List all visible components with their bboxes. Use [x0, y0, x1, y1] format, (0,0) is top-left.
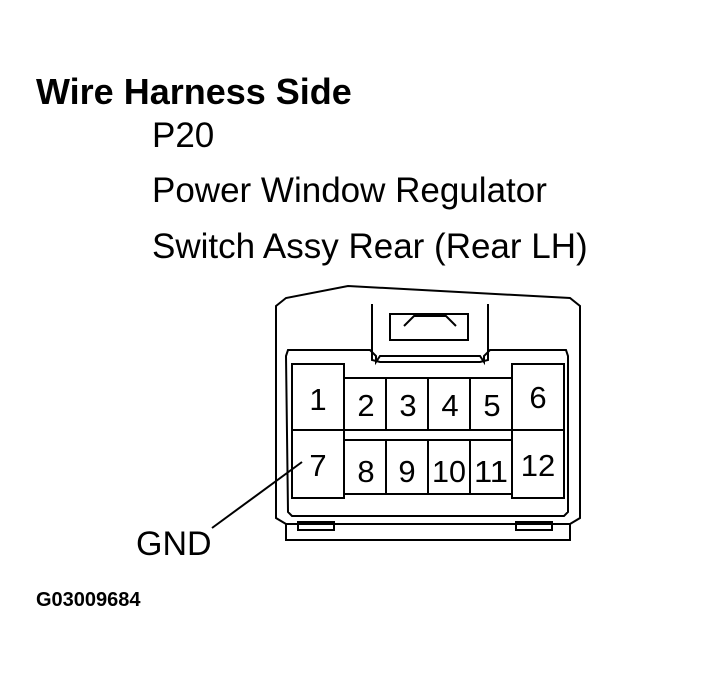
diagram-title: Wire Harness Side [36, 71, 352, 112]
connector-id: P20 [152, 116, 215, 155]
flange-tab-left [297, 521, 335, 531]
pin-10: 10 [432, 454, 466, 489]
figure-code: G03009684 [36, 589, 141, 611]
connector-flange [285, 524, 571, 541]
pin-5: 5 [483, 388, 500, 423]
lock-latch [371, 304, 489, 363]
gnd-leader-line [211, 461, 303, 529]
pin-9: 9 [398, 454, 415, 489]
pin-11: 11 [474, 454, 508, 489]
pin-4: 4 [441, 388, 458, 423]
pin-6: 6 [529, 380, 546, 415]
pin-12: 12 [521, 448, 555, 483]
pin-grid [291, 363, 565, 499]
connector-inner-face [284, 349, 569, 517]
connector-housing [275, 284, 581, 525]
connector-name-line1: Power Window Regulator [152, 171, 547, 210]
flange-tab-right [515, 521, 553, 531]
pin-8: 8 [357, 454, 374, 489]
pin-3: 3 [399, 388, 416, 423]
connector-name-line2: Switch Assy Rear (Rear LH) [152, 227, 588, 266]
pin-2: 2 [357, 388, 374, 423]
pin-7: 7 [309, 448, 326, 483]
lock-window [389, 313, 469, 341]
gnd-label: GND [136, 525, 212, 563]
pin-1: 1 [309, 382, 326, 417]
